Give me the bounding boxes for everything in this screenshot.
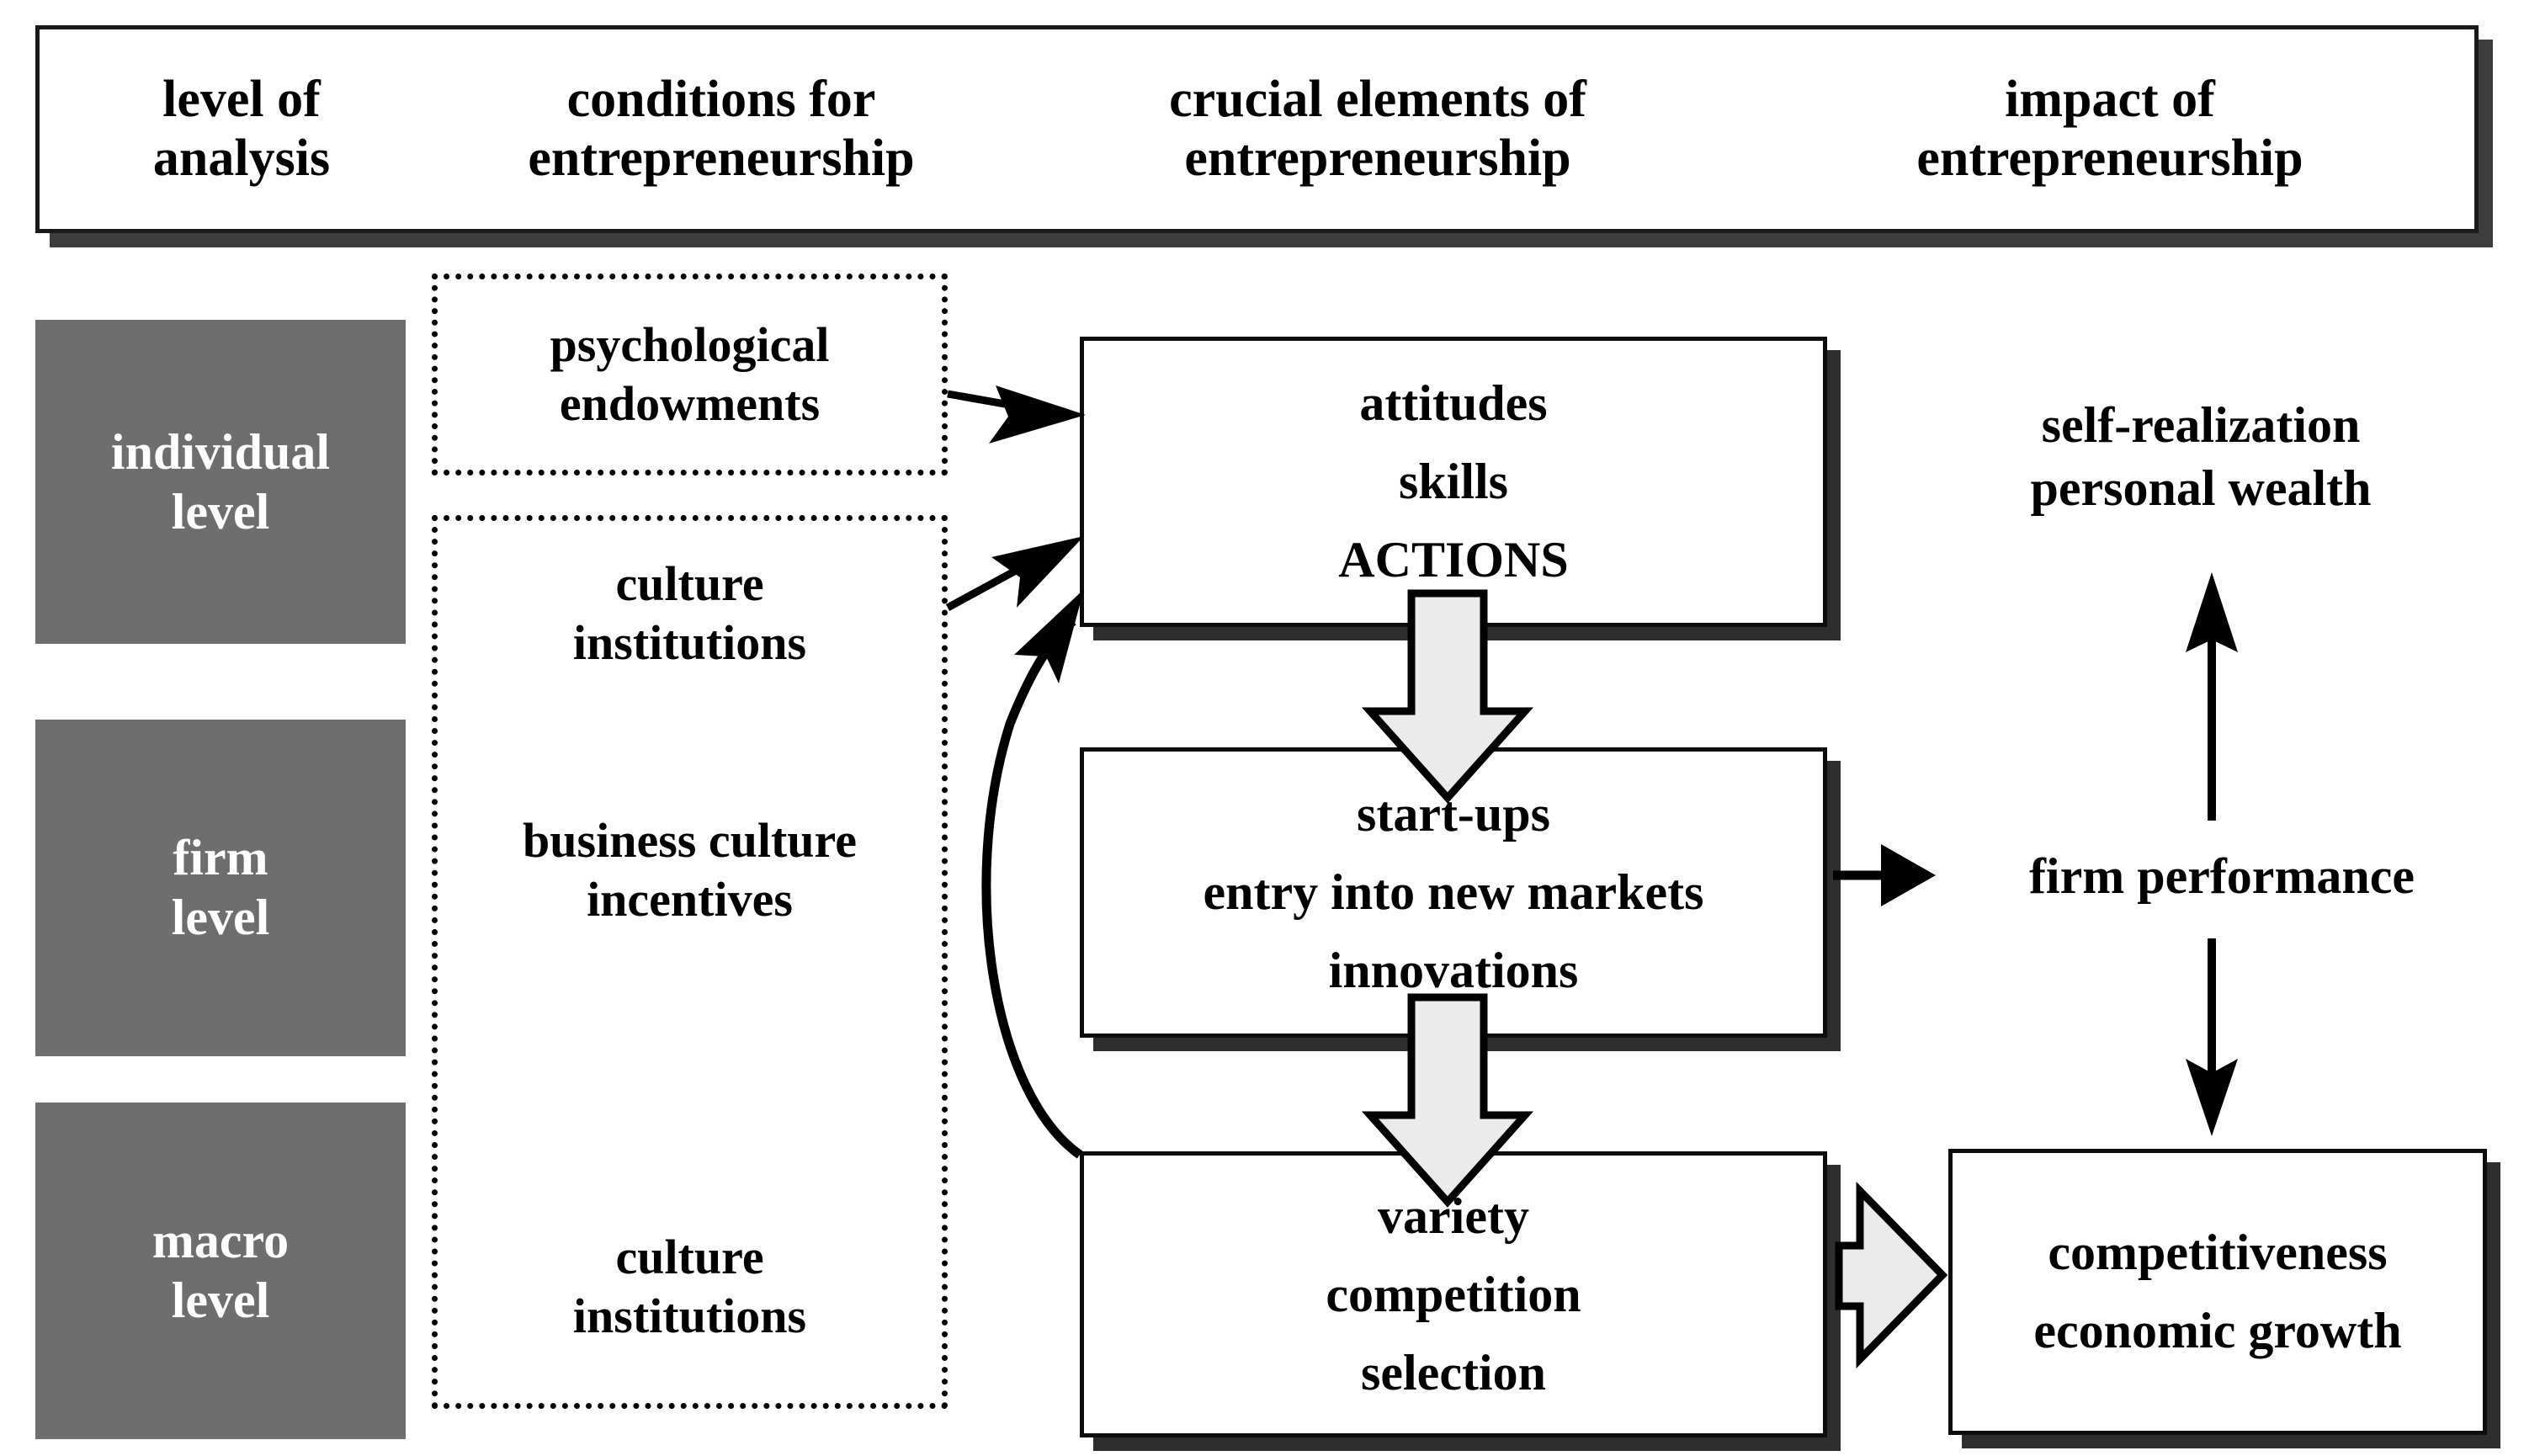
arrow-startups-to-firm-performance — [1833, 844, 1936, 906]
header-line-1: crucial elements of — [1169, 71, 1586, 129]
element-line-2: entry into new markets — [1203, 864, 1704, 920]
condition-line-2: incentives — [587, 871, 793, 927]
header-column-crucial-elements: crucial elements of entrepreneurship — [999, 71, 1756, 188]
condition-group-business-culture-incentives: business culture incentives — [438, 811, 942, 928]
condition-line-2: institutions — [572, 1288, 807, 1343]
block-arrow-variety-to-competitiveness — [1835, 1181, 1948, 1369]
condition-line-2: endowments — [559, 376, 821, 431]
header-line-1: conditions for — [566, 71, 876, 129]
condition-line-1: culture — [615, 1230, 764, 1284]
header-line-2: entrepreneurship — [1184, 129, 1571, 187]
header-line-2: entrepreneurship — [1916, 129, 2303, 187]
arrow-culture-institutions-to-attitudes — [945, 536, 1084, 611]
level-label-line-2: level — [171, 483, 270, 539]
level-box-individual: individual level — [35, 320, 406, 644]
element-line-1: attitudes — [1359, 375, 1548, 431]
impact-line-1: self-realization — [2041, 397, 2361, 453]
elements-box-firm: start-ups entry into new markets innovat… — [1080, 747, 1827, 1038]
header-column-level-of-analysis: level of analysis — [40, 71, 444, 188]
conditions-box-culture-institutions: culture institutions business culture in… — [432, 515, 948, 1409]
header-line-2: analysis — [152, 129, 331, 187]
conditions-box-psychological-endowments: psychological endowments — [432, 274, 948, 476]
arrow-firm-performance-to-competitiveness — [2186, 938, 2238, 1136]
arrow-firm-performance-to-self-realization — [2186, 572, 2238, 821]
condition-line-1: business culture — [523, 813, 857, 868]
header-column-impact: impact of entrepreneurship — [1756, 71, 2463, 188]
condition-line-2: institutions — [572, 614, 807, 670]
elements-box-macro: variety competition selection — [1080, 1151, 1827, 1437]
impact-line-2: economic growth — [2033, 1303, 2402, 1358]
arrow-psychological-endowments-to-attitudes — [947, 385, 1086, 444]
level-label-line-2: level — [171, 1273, 270, 1328]
header-line-2: entrepreneurship — [528, 129, 915, 187]
element-line-3: innovations — [1328, 943, 1579, 998]
element-line-2: skills — [1398, 454, 1509, 509]
header-column-conditions: conditions for entrepreneurship — [444, 71, 999, 188]
impact-label-firm-performance: firm performance — [1927, 845, 2516, 908]
element-line-1: start-ups — [1356, 786, 1550, 842]
condition-line-1: psychological — [550, 317, 830, 373]
element-line-3: selection — [1361, 1344, 1546, 1400]
level-label-line-1: macro — [151, 1213, 290, 1269]
header-line-1: level of — [162, 71, 321, 129]
impact-line-2: personal wealth — [2030, 460, 2372, 516]
condition-line-1: culture — [615, 556, 764, 611]
element-line-3: ACTIONS — [1338, 532, 1569, 587]
condition-group-culture-institutions-macro: culture institutions — [438, 1228, 942, 1345]
impact-line-1: competitiveness — [2048, 1225, 2388, 1280]
level-label-line-2: level — [171, 890, 270, 945]
level-box-firm: firm level — [35, 720, 406, 1056]
level-label-line-1: firm — [173, 830, 268, 886]
condition-group-culture-institutions-individual: culture institutions — [438, 555, 942, 672]
element-line-1: variety — [1378, 1188, 1529, 1244]
arrow-macro-feedback-to-attitudes — [981, 589, 1084, 1159]
header-banner: level of analysis conditions for entrepr… — [35, 25, 2479, 233]
level-label-line-1: individual — [110, 423, 331, 480]
elements-box-individual: attitudes skills ACTIONS — [1080, 337, 1827, 627]
impact-label-self-realization: self-realization personal wealth — [1915, 394, 2487, 520]
element-line-2: competition — [1326, 1266, 1581, 1322]
impact-line-1: firm performance — [2028, 848, 2415, 904]
impact-box-competitiveness: competitiveness economic growth — [1948, 1149, 2487, 1435]
level-box-macro: macro level — [35, 1103, 406, 1439]
header-line-1: impact of — [2005, 71, 2215, 129]
